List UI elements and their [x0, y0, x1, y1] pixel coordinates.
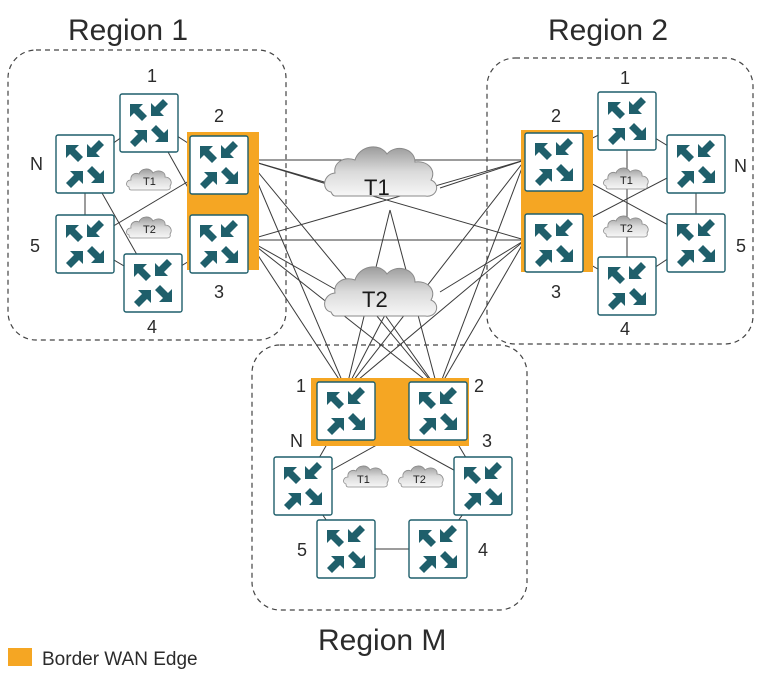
- region-2-boundary: [486, 57, 754, 345]
- region-1-router-2-icon: [189, 135, 249, 195]
- legend-swatch: [8, 648, 32, 666]
- region-m-router-n-label: N: [290, 431, 303, 451]
- region-1-router-5-icon: [55, 214, 115, 274]
- region-m-router-4-label: 4: [478, 540, 488, 560]
- region-m-router-2-icon: [408, 381, 468, 441]
- region-2: Region 2 1 2 3 4 5 N T1 T2: [486, 14, 754, 345]
- region-2-router-2-label: 2: [551, 106, 561, 126]
- region-1-router-3-icon: [189, 214, 249, 274]
- region-2-router-5-label: 5: [736, 236, 746, 256]
- region-1-router-4-icon: [123, 253, 183, 313]
- region-2-router-5-icon: [666, 213, 726, 273]
- region-1-router-4-label: 4: [147, 317, 157, 337]
- region-m-router-1-label: 1: [296, 376, 306, 396]
- region-m-router-4-icon: [408, 519, 468, 579]
- region-1-router-n-icon: [55, 134, 115, 194]
- region-m-boundary: [251, 344, 528, 611]
- region-2-router-3-label: 3: [551, 282, 561, 302]
- region-m-router-1-icon: [316, 381, 376, 441]
- region-1-router-5-label: 5: [30, 236, 40, 256]
- region-2-router-1-icon: [597, 91, 657, 151]
- region-1-boundary: [7, 49, 287, 341]
- region-m: Region M 1 2 3 4 5 N T1 T2: [251, 344, 528, 657]
- core-t1-label: T1: [364, 175, 390, 200]
- region-2-router-1-label: 1: [620, 68, 630, 88]
- region-m-t2-label: T2: [413, 474, 426, 486]
- region-2-router-n-label: N: [734, 156, 747, 176]
- region-2-router-2-icon: [524, 132, 584, 192]
- region-1-t1-label: T1: [143, 176, 156, 188]
- region-2-router-4-label: 4: [620, 319, 630, 339]
- region-2-router-4-icon: [597, 256, 657, 316]
- region-1-router-1-icon: [119, 93, 179, 153]
- region-m-router-3-icon: [453, 456, 513, 516]
- core-t2-label: T2: [362, 287, 388, 312]
- legend: Border WAN Edge: [8, 648, 198, 670]
- region-m-router-n-icon: [273, 456, 333, 516]
- region-2-title: Region 2: [548, 14, 668, 47]
- region-1-router-3-label: 3: [214, 282, 224, 302]
- region-1-router-n-label: N: [30, 154, 43, 174]
- region-m-t1-label: T1: [357, 474, 370, 486]
- region-m-router-5-icon: [316, 519, 376, 579]
- region-1-router-2-label: 2: [214, 106, 224, 126]
- region-1: Region 1 1 2 3 4 5 N T1 T2: [7, 14, 287, 341]
- region-m-router-2-label: 2: [474, 376, 484, 396]
- region-1-t2-label: T2: [143, 224, 156, 236]
- region-2-router-n-icon: [666, 134, 726, 194]
- region-m-router-5-label: 5: [297, 540, 307, 560]
- region-m-title: Region M: [318, 624, 446, 657]
- region-1-router-1-label: 1: [147, 66, 157, 86]
- region-1-title: Region 1: [68, 14, 188, 47]
- region-m-router-3-label: 3: [482, 431, 492, 451]
- legend-label: Border WAN Edge: [42, 649, 198, 670]
- region-2-router-3-icon: [524, 213, 584, 273]
- region-2-t1-label: T1: [620, 175, 633, 187]
- region-2-t2-label: T2: [620, 223, 633, 235]
- core-clouds: T1 T2: [324, 146, 438, 317]
